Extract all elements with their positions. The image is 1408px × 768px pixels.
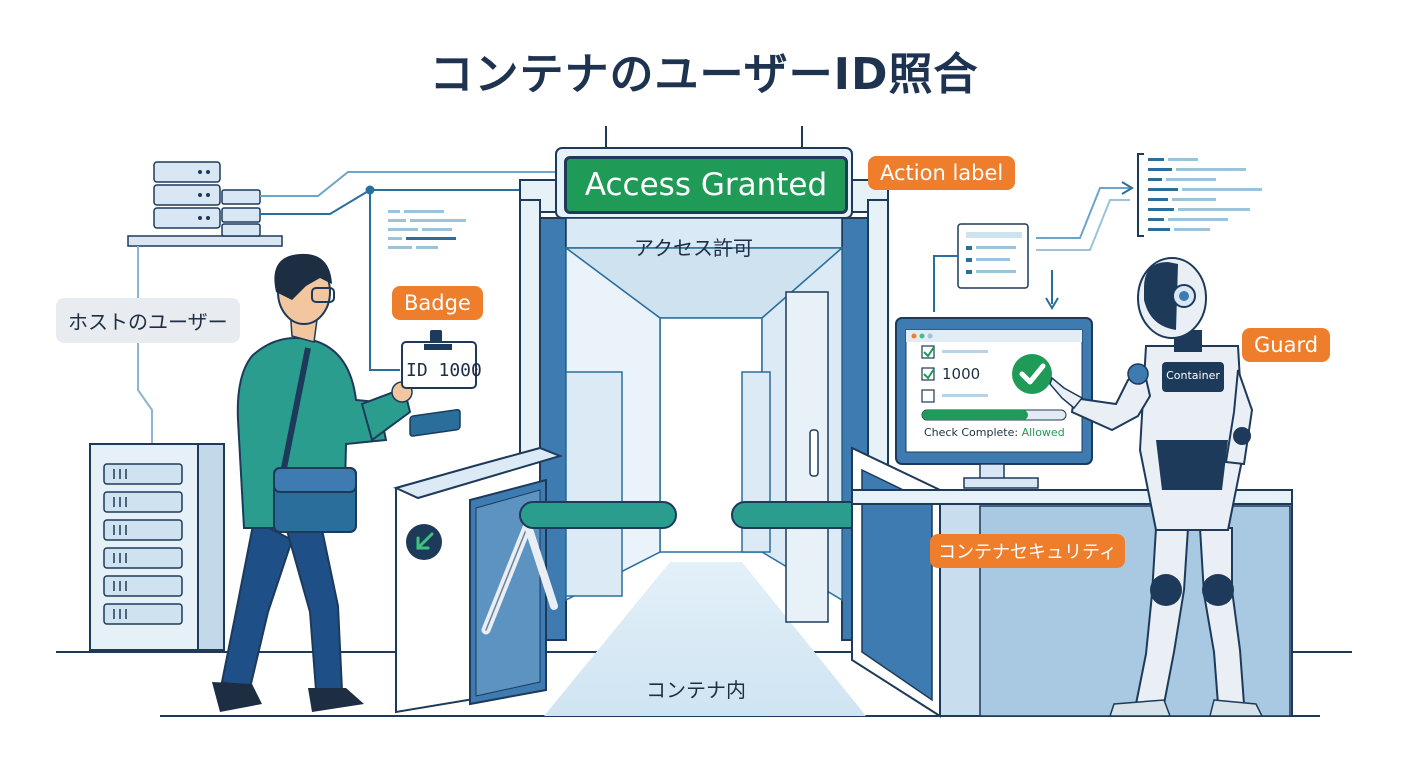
connection-lines-left	[137, 171, 560, 444]
turnstile	[393, 408, 879, 714]
check-complete-text: Check Complete: Allowed	[924, 426, 1065, 439]
server-cabinet	[89, 443, 225, 651]
action-label-tag: Action label	[868, 156, 1016, 190]
guard-robot	[1049, 257, 1264, 717]
guard-tag: Guard	[1242, 328, 1331, 362]
floor-light-path	[544, 562, 866, 716]
connection-lines-right	[933, 181, 1134, 312]
robot-chest-label: Container	[1166, 369, 1220, 382]
inside-container-caption: コンテナ内	[646, 678, 746, 702]
gate-caption: アクセス許可	[634, 236, 753, 260]
host-user-person	[212, 253, 413, 712]
host-user-tag: ホストのユーザー	[56, 298, 240, 343]
monitor-id-text: 1000	[942, 365, 981, 383]
badge-id-text: ID 1000	[406, 360, 482, 381]
id-badge-icon	[401, 330, 477, 389]
check-prefix: Check Complete:	[924, 426, 1022, 439]
access-granted-sign: Access Granted	[564, 156, 848, 214]
document-lines-icon-right	[966, 153, 1262, 274]
monitor	[895, 317, 1093, 489]
container-security-tag: コンテナセキュリティ	[930, 534, 1125, 568]
connection-node	[365, 185, 375, 195]
document-lines-icon	[388, 210, 466, 249]
check-circle-icon	[1012, 354, 1052, 394]
server-rack-icon	[127, 161, 283, 247]
badge-tag: Badge	[392, 286, 483, 320]
check-status: Allowed	[1021, 426, 1065, 439]
page-title: コンテナのユーザーID照合	[429, 49, 979, 100]
